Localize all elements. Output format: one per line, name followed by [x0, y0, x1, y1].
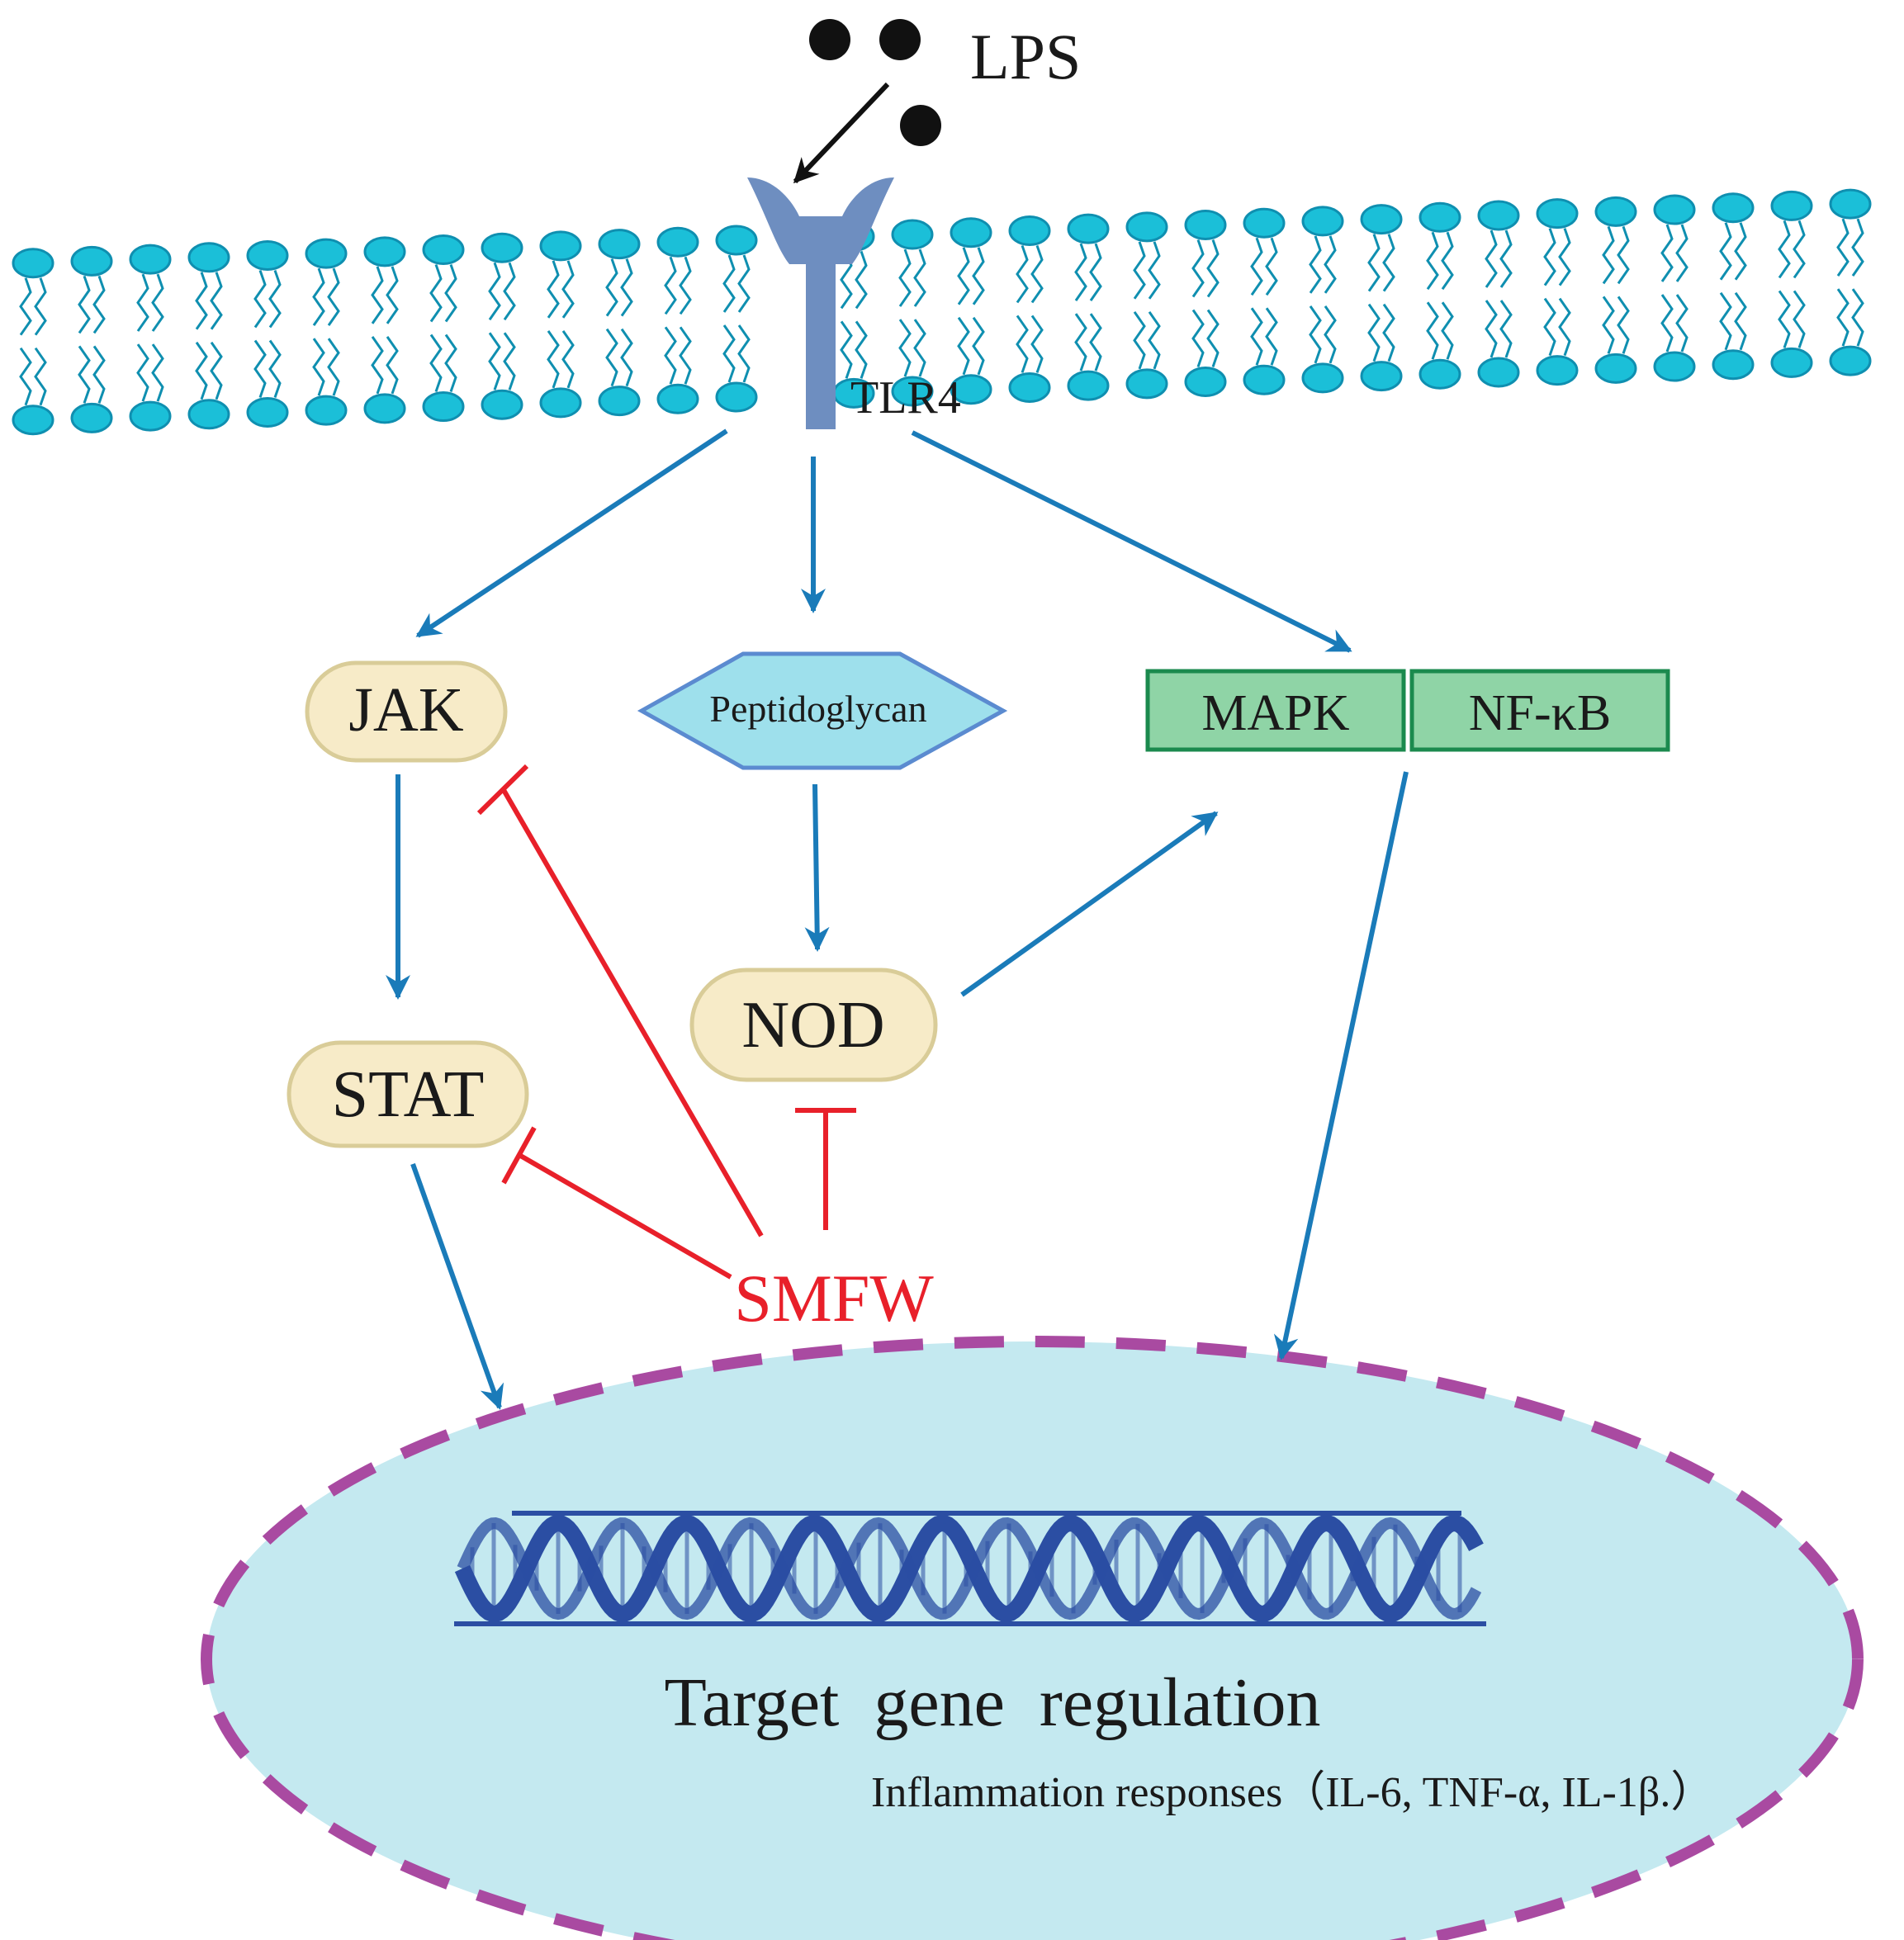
nod-node: NOD	[689, 968, 938, 1082]
inhibition-smfw-stat	[516, 1152, 732, 1280]
arrow-peptidoglycan-to-nod	[804, 783, 830, 952]
cell-membrane	[12, 188, 1872, 436]
nod-label: NOD	[741, 989, 884, 1062]
nucleus	[201, 1336, 1864, 1940]
inhibition-smfw-jak	[501, 788, 764, 1237]
arrow-tlr4-to-jak	[415, 428, 728, 638]
inhibition-bar-jak	[476, 764, 529, 816]
tlr4-label: TLR4	[850, 372, 961, 423]
arrow-nod-to-mapk	[960, 811, 1219, 997]
arrow-stat-to-nucleus	[410, 1162, 504, 1410]
inflammation-responses-label: Inflammation responses（IL-6, TNF-α, IL-1…	[871, 1769, 1713, 1816]
target-gene-regulation-label: Target gene regulation	[665, 1664, 1321, 1741]
arrow-mapk-to-nucleus	[1273, 771, 1409, 1360]
nfkb-box: NF-κB	[1409, 669, 1670, 752]
peptidoglycan-node: Peptidoglycan	[637, 651, 1008, 770]
jak-node: JAK	[305, 660, 508, 763]
smfw-label: SMFW	[734, 1261, 934, 1336]
mapk-box: MAPK	[1145, 669, 1406, 752]
lps-molecules	[809, 19, 941, 146]
jak-label: JAK	[348, 675, 463, 745]
lps-label: LPS	[970, 21, 1081, 92]
inhibition-bar-stat	[501, 1126, 537, 1185]
peptidoglycan-label: Peptidoglycan	[709, 688, 926, 730]
dna-helix-icon	[454, 1511, 1486, 1626]
tlr4-receptor-icon	[747, 177, 894, 429]
inhibition-lines	[476, 764, 856, 1280]
stat-node: STAT	[287, 1040, 529, 1148]
mapk-label: MAPK	[1201, 685, 1349, 741]
nfkb-label: NF-κB	[1469, 685, 1612, 741]
stat-label: STAT	[332, 1058, 485, 1131]
arrow-tlr4-to-mapk	[911, 430, 1352, 653]
lps-binding-arrow	[793, 82, 890, 184]
activation-arrows	[386, 428, 1409, 1410]
